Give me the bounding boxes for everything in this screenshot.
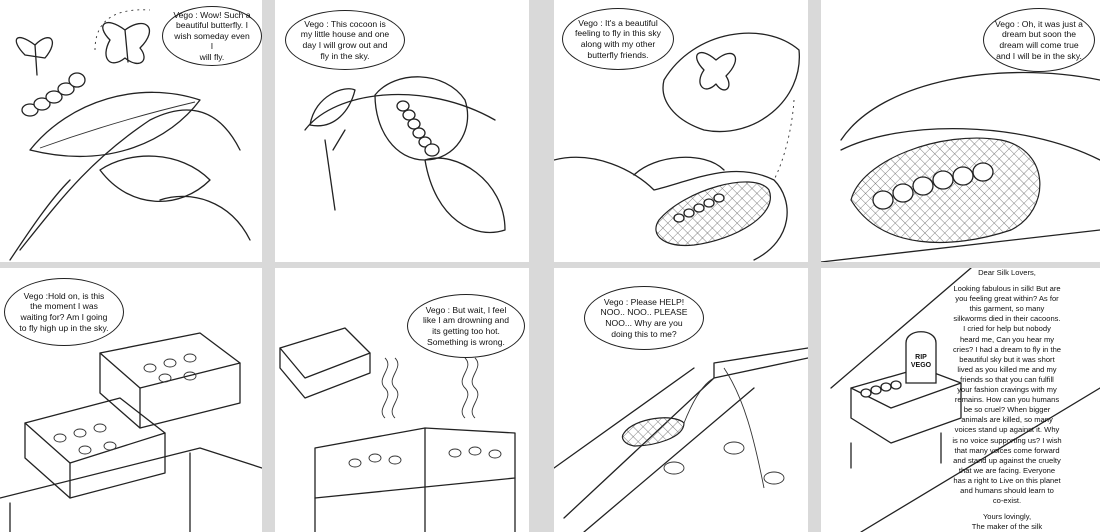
steam (381, 357, 479, 419)
speech-bubble: Vego : Please HELP! NOO.. NOO.. PLEASE N… (584, 286, 704, 350)
panel-4: Vego : Oh, it was just a dream but soon … (821, 0, 1100, 262)
boiling-cocoons-illustration (279, 327, 516, 532)
panel-3: Vego : It's a beautiful feeling to fly i… (554, 0, 808, 262)
speech-bubble: Vego : Oh, it was just a dream but soon … (983, 8, 1095, 72)
speech-bubble: Vego : But wait, I feel like I am drowni… (407, 294, 525, 358)
cocoons (348, 446, 502, 468)
caterpillar (21, 72, 86, 117)
speech-bubble: Vego :Hold on, is this the moment I was … (4, 278, 124, 346)
speech-bubble: Vego : Wow! Such a beautiful butterfly. … (162, 6, 262, 66)
cocoon-branch-illustration (304, 76, 506, 234)
leaf-caterpillar-illustration (9, 9, 251, 261)
reeling-silk-illustration (554, 347, 808, 532)
caterpillar (673, 193, 725, 223)
dialogue-text: Vego :Hold on, is this the moment I was … (19, 290, 109, 333)
panel-6: Vego : But wait, I feel like I am drowni… (275, 268, 529, 532)
butterfly-left (15, 36, 54, 76)
dream-cocoon-illustration (554, 32, 800, 261)
dialogue-text: Vego : Please HELP! NOO.. NOO.. PLEASE N… (600, 296, 688, 339)
speech-bubble: Vego : It's a beautiful feeling to fly i… (562, 8, 674, 70)
speech-bubble: Vego : This cocoon is my little house an… (285, 10, 405, 70)
dialogue-text: Vego : Wow! Such a beautiful butterfly. … (173, 9, 251, 62)
letter-body: Looking fabulous in silk! But are you fe… (952, 284, 1062, 506)
panel-2: Vego : This cocoon is my little house an… (275, 0, 529, 262)
cocoon-closeup-illustration (821, 71, 1100, 262)
tombstone-text: RIP VEGO (910, 354, 932, 369)
panel-1: Vego : Wow! Such a beautiful butterfly. … (0, 0, 262, 262)
letter-greeting: Dear Silk Lovers, (978, 268, 1036, 277)
grave-illustration (830, 268, 1100, 532)
dialogue-text: Vego : This cocoon is my little house an… (300, 18, 390, 61)
caterpillar (396, 100, 440, 157)
panel-8: RIP VEGO Dear Silk Lovers, Looking fabul… (821, 268, 1100, 532)
cocoon-trays-illustration (0, 332, 262, 532)
cocoons (53, 353, 197, 455)
caterpillar (860, 380, 902, 398)
cocoons (663, 441, 785, 485)
caterpillar (872, 162, 994, 210)
butterfly (696, 51, 737, 91)
panel-5: Vego :Hold on, is this the moment I was … (0, 268, 262, 532)
panel-7: Vego : Please HELP! NOO.. NOO.. PLEASE N… (554, 268, 808, 532)
letter-closing: Yours lovingly, The maker of the silk Si… (971, 512, 1043, 532)
dialogue-text: Vego : But wait, I feel like I am drowni… (423, 304, 509, 347)
butterfly-right (102, 21, 151, 64)
dialogue-text: Vego : It's a beautiful feeling to fly i… (575, 17, 661, 60)
letter: Dear Silk Lovers, Looking fabulous in si… (918, 268, 1096, 532)
dialogue-text: Vego : Oh, it was just a dream but soon … (995, 18, 1083, 61)
